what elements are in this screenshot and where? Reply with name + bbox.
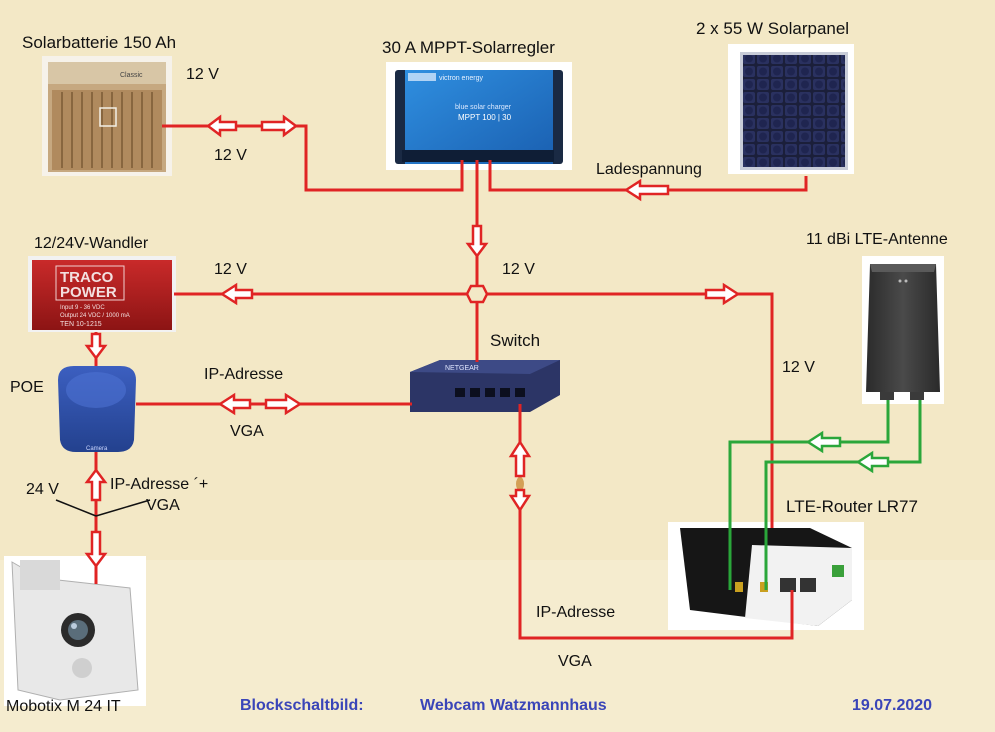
arrow-right-router <box>704 282 741 306</box>
footer-title: Blockschaltbild: <box>240 697 364 714</box>
cable-connector <box>516 477 524 491</box>
battery-voltage-label: 12 V <box>186 66 219 83</box>
poe-label: POE <box>10 379 44 396</box>
bus-line-label: 12 V <box>502 261 535 278</box>
switch-brand: NETGEAR <box>445 365 479 372</box>
arrow-down-camera <box>84 530 108 569</box>
battery-brand: Classic <box>120 72 143 79</box>
camera-image <box>4 556 146 706</box>
cam-vga-label: VGA <box>146 497 180 514</box>
antenna-image <box>862 256 944 404</box>
footer-project: Webcam Watzmannhaus <box>420 697 607 714</box>
solar-panel-image <box>728 44 854 174</box>
cam-ip-label: IP-Adresse ´+ <box>110 476 209 493</box>
converter-model: TEN 10-1215 <box>60 321 102 328</box>
footer-date: 19.07.2020 <box>852 697 933 714</box>
panel-label: 2 x 55 W Solarpanel <box>696 19 850 38</box>
controller-brand: victron energy <box>439 75 483 82</box>
router-ip-label: IP-Adresse <box>536 604 616 621</box>
converter-brand-1: TRACO <box>60 269 114 286</box>
junction-node <box>465 284 489 304</box>
arrow-right-battery <box>260 114 299 138</box>
controller-label: 30 A MPPT-Solarregler <box>382 38 555 57</box>
poe-ip-label: IP-Adresse <box>204 366 284 383</box>
arrow-down-router <box>508 488 532 513</box>
camera-label: Mobotix M 24 IT <box>6 698 121 715</box>
battery-image: Classic <box>42 56 172 176</box>
antenna-arrows <box>805 430 890 474</box>
cam-power-label: 24 V <box>26 481 59 498</box>
arrow-left-antenna-2 <box>855 450 890 474</box>
power-wires <box>94 124 808 640</box>
poe-vga-label: VGA <box>230 423 264 440</box>
converter-spec-2: Output 24 VDC / 1000 mA <box>60 313 130 319</box>
arrow-up-switch <box>508 439 532 478</box>
controller-line: blue solar charger <box>455 104 512 111</box>
label-pointers <box>55 499 151 517</box>
arrow-down-hub <box>465 224 489 259</box>
flow-arrows <box>84 114 741 569</box>
router-vga-label: VGA <box>558 653 592 670</box>
controller-model: MPPT 100 | 30 <box>458 113 512 122</box>
router-label: LTE-Router LR77 <box>786 497 918 516</box>
converter-spec-1: Input 9 - 36 VDC <box>60 305 105 311</box>
switch-label: Switch <box>490 331 541 350</box>
charging-label: Ladespannung <box>596 161 702 178</box>
poe-text: Camera <box>86 446 108 452</box>
arrow-right-switch <box>264 392 303 416</box>
arrow-left-battery <box>205 114 238 138</box>
controller-image: victron energy blue solar charger MPPT 1… <box>386 62 572 170</box>
antenna-label: 11 dBi LTE-Antenne <box>806 231 948 248</box>
arrow-left-poe <box>217 392 252 416</box>
arrow-down-poe <box>84 332 108 361</box>
battery-label: Solarbatterie 150 Ah <box>22 33 177 52</box>
converter-label: 12/24V-Wandler <box>34 235 149 252</box>
arrow-up-camera <box>84 467 108 502</box>
converter-brand-2: POWER <box>60 284 117 301</box>
converter-image: TRACO POWER Input 9 - 36 VDC Output 24 V… <box>28 256 176 332</box>
poe-image: Camera <box>58 366 136 452</box>
switch-image: NETGEAR <box>410 360 560 412</box>
arrow-left-panel <box>623 178 670 202</box>
router-line-label: 12 V <box>782 359 815 376</box>
converter-line-label: 12 V <box>214 261 247 278</box>
battery-line-label: 12 V <box>214 147 247 164</box>
arrow-left-converter <box>219 282 254 306</box>
arrow-left-antenna-1 <box>805 430 842 454</box>
